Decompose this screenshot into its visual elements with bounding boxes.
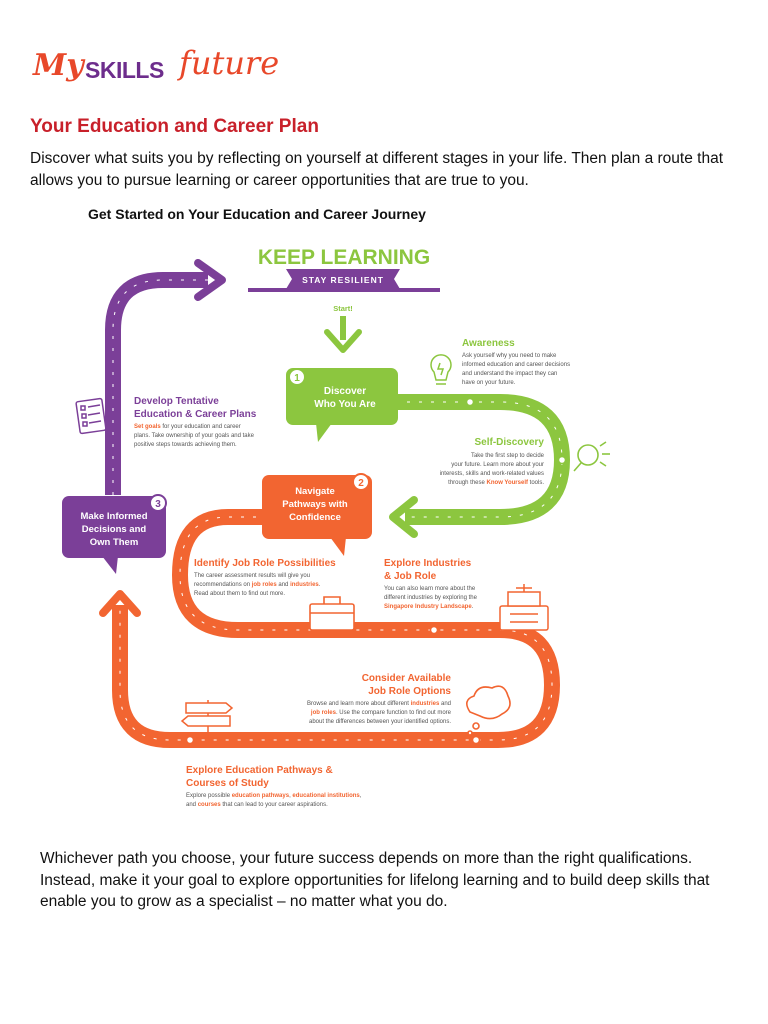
identify-roles-section: Identify Job Role Possibilities The care… — [194, 558, 336, 597]
magnifier-icon — [573, 441, 610, 472]
explore-industries-line: Singapore Industry Landscape. — [384, 604, 474, 610]
banner-ribbon — [286, 269, 400, 289]
start-arrow-icon — [324, 329, 362, 353]
industry-building-icon — [499, 584, 549, 631]
explore-industries-title-1: Explore Industries — [384, 558, 472, 569]
awareness-section: Awareness Ask yourself why you need to m… — [462, 338, 570, 386]
set-goals-link[interactable]: Set goals — [134, 424, 161, 430]
green-road — [395, 394, 571, 525]
briefcase-icon — [309, 596, 355, 631]
purple-arrow-head — [194, 259, 226, 301]
develop-plans-title-2: Education & Career Plans — [134, 409, 257, 420]
step-2-box: 2 Navigate Pathways with Confidence — [262, 473, 372, 556]
consider-options-line: about the differences between your ident… — [309, 719, 451, 725]
step-3-line1: Make Informed — [80, 511, 147, 522]
self-discovery-line: your future. Learn more about your — [451, 462, 544, 468]
purple-road — [105, 272, 208, 495]
infographic-subtitle: Get Started on Your Education and Career… — [88, 206, 426, 222]
logo-my: My — [33, 48, 84, 83]
industry-landscape-link[interactable]: Singapore Industry Landscape — [384, 604, 472, 610]
explore-education-line: and courses that can lead to your career… — [186, 802, 328, 808]
explore-education-title-2: Courses of Study — [186, 778, 269, 789]
step-3-line2: Decisions and — [82, 524, 147, 535]
thought-bubble-icon — [466, 685, 511, 736]
step-2-line1: Navigate — [295, 486, 335, 497]
identify-roles-line: Read about them to find out more. — [194, 591, 285, 597]
awareness-line: and understand the impact they can — [462, 371, 557, 377]
green-arrow-head — [389, 496, 418, 538]
consider-options-line: Browse and learn more about different in… — [307, 701, 451, 707]
industries-link[interactable]: industries — [290, 582, 319, 588]
start-label: Start! — [333, 304, 353, 313]
identify-roles-line: recommendations on job roles and industr… — [194, 582, 321, 588]
awareness-title: Awareness — [462, 338, 515, 349]
job-roles-link[interactable]: job roles — [310, 710, 337, 716]
lightbulb-icon — [430, 354, 452, 385]
awareness-line: have on your future. — [462, 380, 516, 386]
intro-paragraph: Discover what suits you by reflecting on… — [30, 150, 723, 189]
education-pathways-link[interactable]: education pathways — [232, 793, 290, 799]
identify-roles-title: Identify Job Role Possibilities — [194, 558, 336, 569]
self-discovery-line: Take the first step to decide — [471, 453, 545, 459]
logo-skills: SKILLS — [85, 57, 164, 83]
consider-options-section: Consider Available Job Role Options Brow… — [307, 673, 452, 725]
step-2-number: 2 — [358, 478, 364, 489]
step-1-number: 1 — [294, 373, 300, 384]
develop-plans-line: plans. Take ownership of your goals and … — [134, 433, 255, 439]
banner-ribbon-text: STAY RESILIENT — [302, 275, 384, 285]
industries-link[interactable]: industries — [411, 701, 440, 707]
courses-link[interactable]: courses — [198, 802, 222, 808]
signpost-icon — [180, 700, 234, 739]
step-1-line1: Discover — [324, 386, 366, 397]
self-discovery-line: interests, skills and work-related value… — [440, 471, 544, 477]
develop-plans-line: Set goals for your education and career — [134, 424, 241, 430]
develop-plans-title-1: Develop Tentative — [134, 396, 219, 407]
job-roles-link[interactable]: job roles — [251, 582, 278, 588]
develop-plans-line: positive steps towards achieving them. — [134, 442, 237, 448]
step-3-line3: Own Them — [90, 537, 139, 548]
consider-options-title-2: Job Role Options — [368, 686, 451, 697]
self-discovery-title: Self-Discovery — [475, 437, 545, 448]
identify-roles-line: The career assessment results will give … — [194, 573, 310, 579]
explore-education-line: Explore possible education pathways, edu… — [186, 793, 362, 799]
develop-plans-section: Develop Tentative Education & Career Pla… — [134, 396, 257, 448]
explore-industries-section: Explore Industries & Job Role You can al… — [384, 558, 478, 610]
consider-options-title-1: Consider Available — [362, 673, 452, 684]
step-2-line2: Pathways with — [282, 499, 348, 510]
page-title: Your Education and Career Plan — [30, 116, 319, 137]
educational-institutions-link[interactable]: educational institutions — [292, 793, 360, 799]
explore-industries-title-2: & Job Role — [384, 571, 437, 582]
awareness-line: informed education and career decisions — [462, 362, 570, 368]
self-discovery-section: Self-Discovery Take the first step to de… — [440, 437, 545, 486]
awareness-line: Ask yourself why you need to make — [462, 353, 557, 359]
step-2-line3: Confidence — [289, 512, 341, 523]
logo-future: future — [179, 44, 280, 82]
checklist-icon — [75, 397, 107, 435]
orange-arrow-head — [99, 590, 141, 617]
explore-education-title-1: Explore Education Pathways & — [186, 765, 333, 776]
banner-title: KEEP LEARNING — [258, 246, 430, 269]
step-1-box: 1 Discover Who You Are — [286, 368, 398, 442]
banner-line — [248, 288, 440, 292]
closing-paragraph: Whichever path you choose, your future s… — [40, 850, 710, 910]
step-3-box: 3 Make Informed Decisions and Own Them — [62, 494, 167, 574]
consider-options-line: job roles. Use the compare function to f… — [310, 710, 452, 716]
step-1-line2: Who You Are — [314, 399, 376, 410]
explore-industries-line: You can also learn more about the — [384, 586, 476, 592]
step-3-number: 3 — [155, 499, 161, 510]
explore-education-section: Explore Education Pathways & Courses of … — [186, 765, 362, 808]
explore-industries-line: different industries by exploring the — [384, 595, 478, 601]
self-discovery-line: through these Know Yourself tools. — [448, 480, 544, 486]
know-yourself-link[interactable]: Know Yourself — [487, 480, 529, 486]
